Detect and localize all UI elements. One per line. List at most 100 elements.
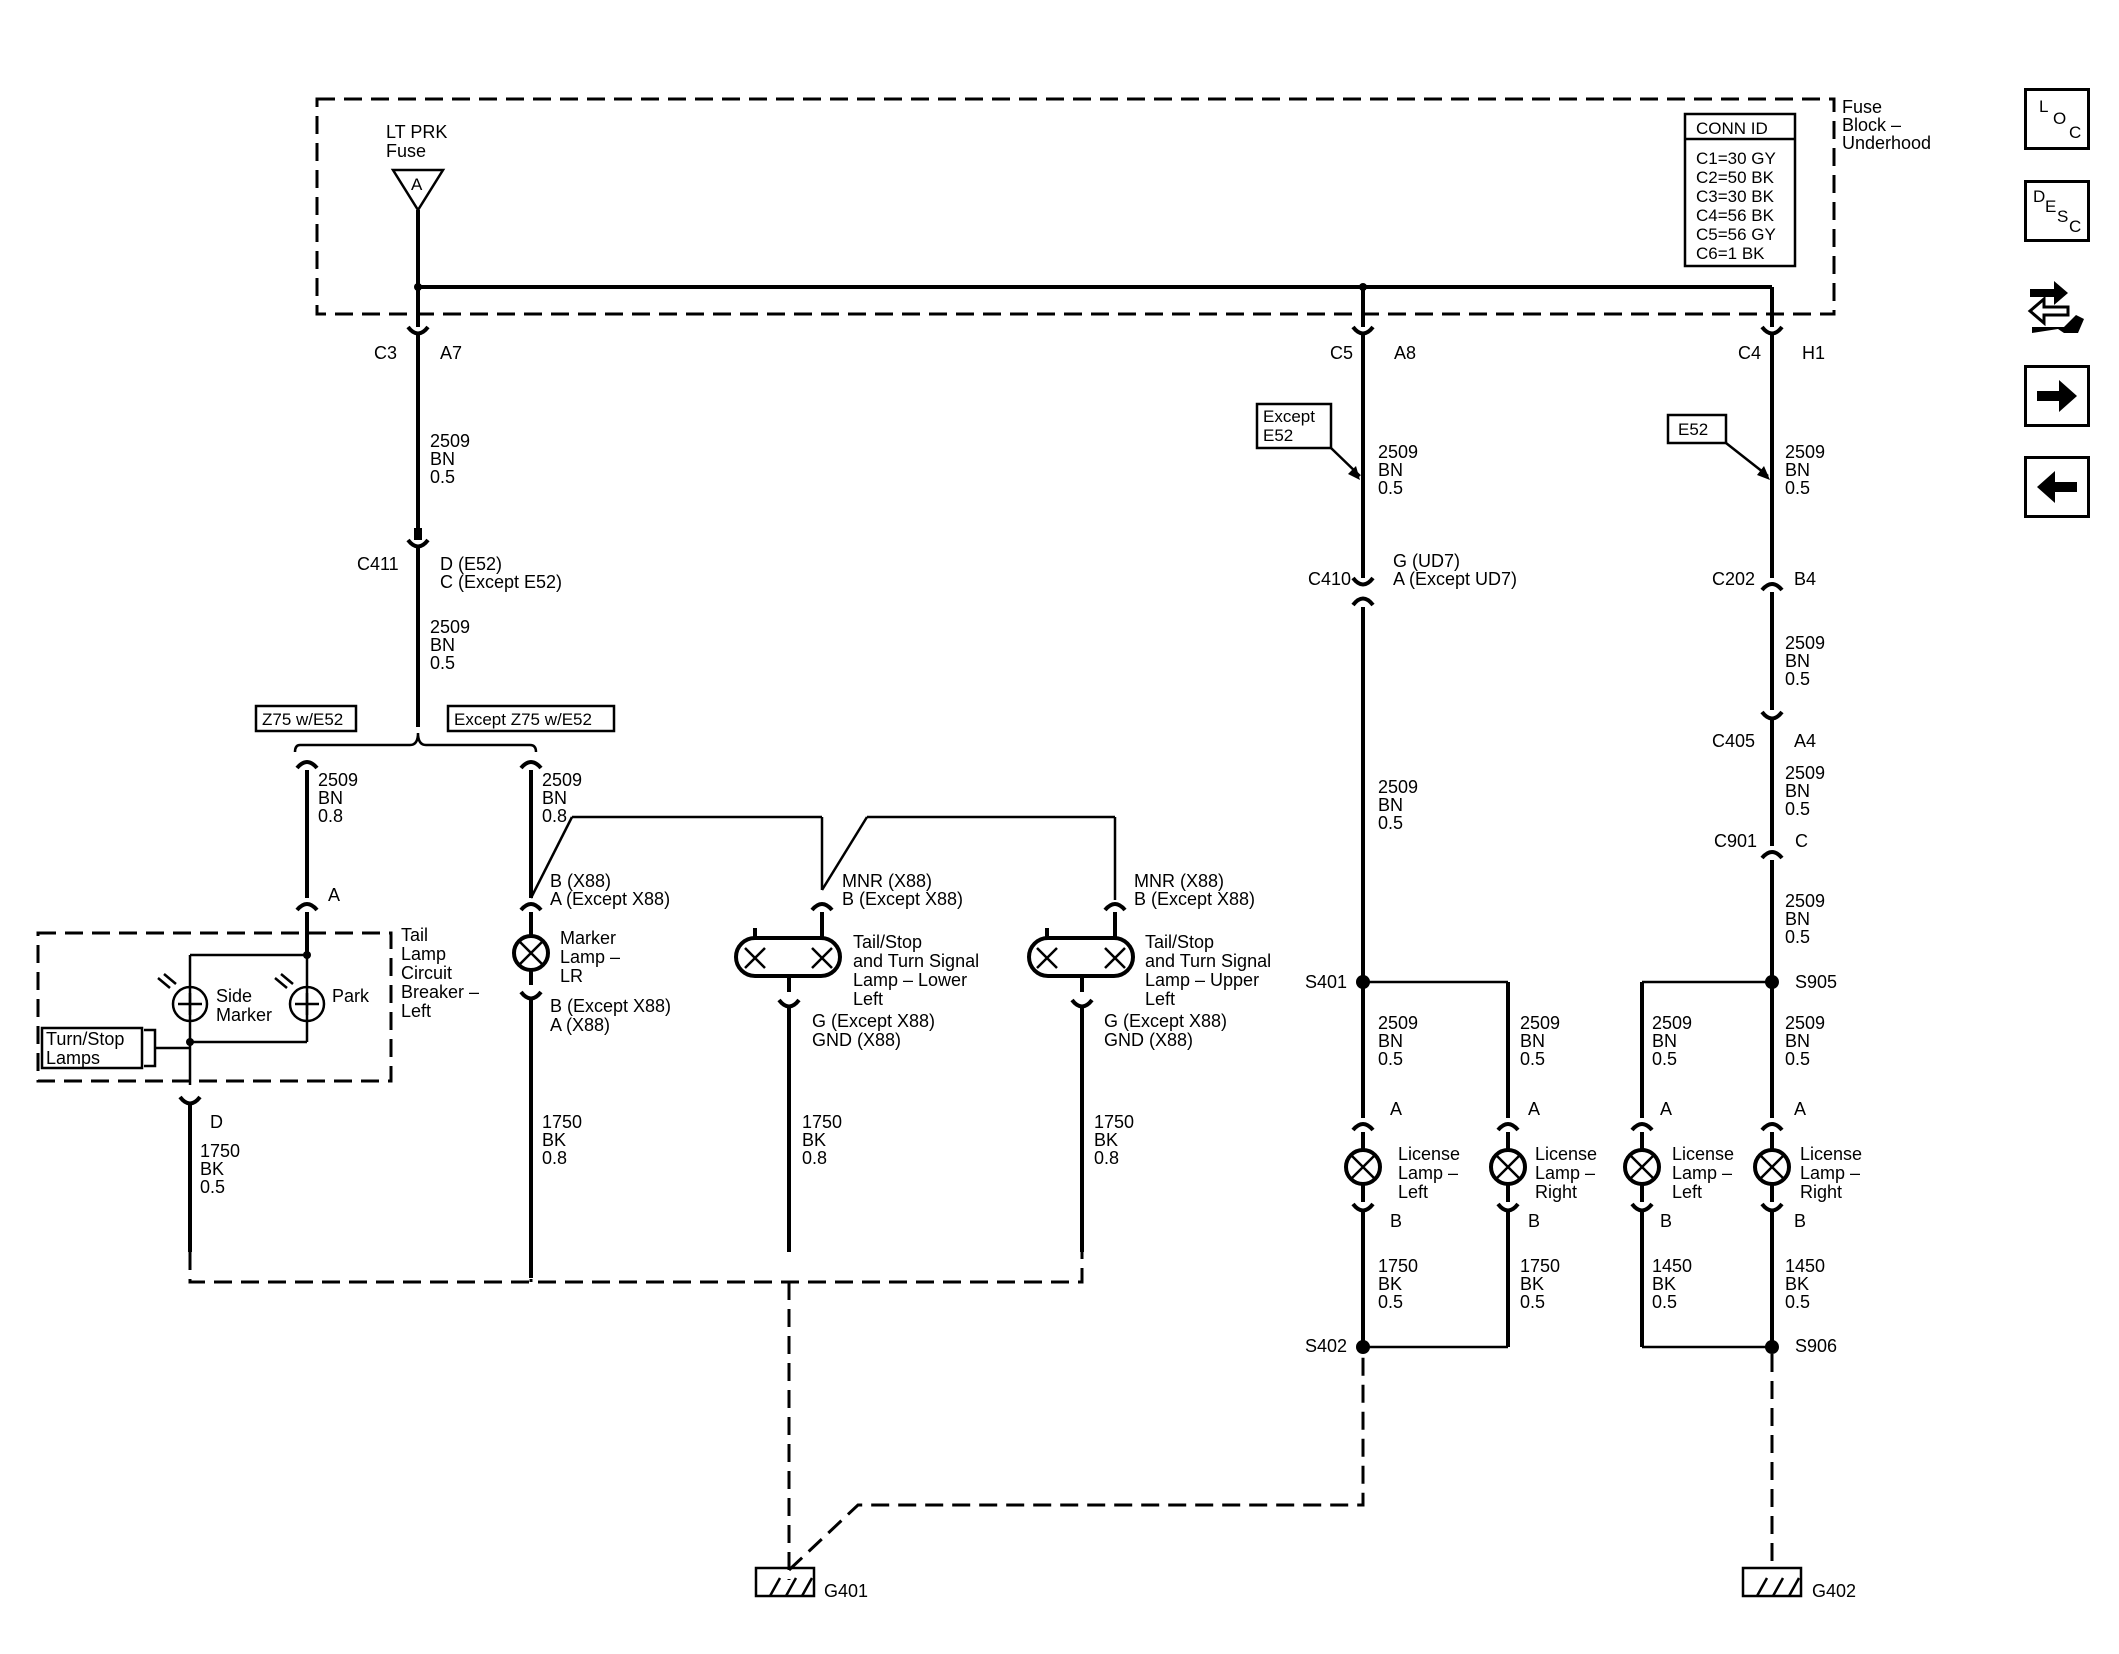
svg-text:Left: Left bbox=[401, 1001, 431, 1021]
svg-text:BN: BN bbox=[318, 788, 343, 808]
fuse-terminal: A bbox=[411, 175, 423, 194]
description-button[interactable]: D E S C bbox=[2024, 180, 2090, 242]
svg-text:C4: C4 bbox=[1738, 343, 1761, 363]
svg-text:BN: BN bbox=[542, 788, 567, 808]
svg-text:0.8: 0.8 bbox=[318, 806, 343, 826]
conn-id-title: CONN ID bbox=[1696, 119, 1768, 138]
svg-text:A: A bbox=[1528, 1099, 1540, 1119]
svg-text:Breaker –: Breaker – bbox=[401, 982, 479, 1002]
svg-text:S402: S402 bbox=[1305, 1336, 1347, 1356]
svg-text:A: A bbox=[1390, 1099, 1402, 1119]
svg-text:2509: 2509 bbox=[1378, 777, 1418, 797]
svg-text:1450: 1450 bbox=[1652, 1256, 1692, 1276]
svg-text:BN: BN bbox=[430, 635, 455, 655]
option-box-except-e52 bbox=[1255, 402, 1333, 450]
fuse-block-label: Block – bbox=[1842, 115, 1901, 135]
svg-text:0.5: 0.5 bbox=[1652, 1292, 1677, 1312]
svg-text:BN: BN bbox=[1378, 795, 1403, 815]
svg-text:Lamp –: Lamp – bbox=[1800, 1163, 1860, 1183]
svg-text:0.5: 0.5 bbox=[1378, 1292, 1403, 1312]
svg-text:0.5: 0.5 bbox=[1785, 478, 1810, 498]
desc-letter: S bbox=[2057, 207, 2069, 226]
next-button[interactable] bbox=[2024, 365, 2090, 427]
svg-text:0.5: 0.5 bbox=[1785, 927, 1810, 947]
svg-text:1750: 1750 bbox=[802, 1112, 842, 1132]
svg-text:BN: BN bbox=[1785, 1031, 1810, 1051]
svg-text:0.8: 0.8 bbox=[542, 1148, 567, 1168]
desc-letter: E bbox=[2045, 197, 2057, 216]
svg-text:A: A bbox=[1794, 1099, 1806, 1119]
conn-id-row: C5=56 GY bbox=[1696, 225, 1776, 244]
fuse-block-outline bbox=[315, 97, 1836, 316]
svg-text:Left: Left bbox=[1398, 1182, 1428, 1202]
svg-text:Park: Park bbox=[332, 986, 370, 1006]
svg-text:LR: LR bbox=[560, 966, 583, 986]
svg-text:BK: BK bbox=[1785, 1274, 1809, 1294]
loc-letter: L bbox=[2039, 97, 2049, 116]
svg-text:0.5: 0.5 bbox=[1785, 1292, 1810, 1312]
svg-text:Left: Left bbox=[1672, 1182, 1702, 1202]
svg-text:Lamps: Lamps bbox=[46, 1048, 100, 1068]
svg-text:D (E52): D (E52) bbox=[440, 554, 502, 574]
svg-text:B: B bbox=[1660, 1211, 1672, 1231]
svg-text:A4: A4 bbox=[1794, 731, 1816, 751]
svg-text:A (Except UD7): A (Except UD7) bbox=[1393, 569, 1517, 589]
svg-text:BK: BK bbox=[542, 1130, 566, 1150]
fuse-name: LT PRK bbox=[386, 122, 447, 142]
svg-text:BN: BN bbox=[1652, 1031, 1677, 1051]
svg-text:0.5: 0.5 bbox=[1520, 1049, 1545, 1069]
svg-text:Right: Right bbox=[1800, 1182, 1842, 1202]
svg-text:1450: 1450 bbox=[1785, 1256, 1825, 1276]
svg-text:2509: 2509 bbox=[318, 770, 358, 790]
svg-text:BK: BK bbox=[802, 1130, 826, 1150]
svg-text:MNR (X88): MNR (X88) bbox=[842, 871, 932, 891]
svg-text:MNR (X88): MNR (X88) bbox=[1134, 871, 1224, 891]
park-lamp bbox=[288, 985, 326, 1023]
svg-text:0.5: 0.5 bbox=[1652, 1049, 1677, 1069]
svg-text:Tail/Stop: Tail/Stop bbox=[853, 932, 922, 952]
svg-text:0.5: 0.5 bbox=[1785, 799, 1810, 819]
svg-text:E52: E52 bbox=[1263, 426, 1293, 445]
svg-text:G402: G402 bbox=[1812, 1581, 1856, 1601]
diagnostic-tools-button[interactable] bbox=[2024, 275, 2090, 337]
svg-text:2509: 2509 bbox=[430, 431, 470, 451]
svg-text:Left: Left bbox=[1145, 989, 1175, 1009]
svg-text:1750: 1750 bbox=[200, 1141, 240, 1161]
svg-text:0.5: 0.5 bbox=[1520, 1292, 1545, 1312]
splice-s402 bbox=[1356, 1340, 1370, 1354]
svg-text:A (Except X88): A (Except X88) bbox=[550, 889, 670, 909]
arrow-right-icon bbox=[2037, 380, 2077, 412]
svg-text:C410: C410 bbox=[1308, 569, 1351, 589]
svg-text:License: License bbox=[1800, 1144, 1862, 1164]
loc-letter: C bbox=[2069, 123, 2082, 142]
svg-text:BN: BN bbox=[1785, 781, 1810, 801]
fuse-block-label: Underhood bbox=[1842, 133, 1931, 153]
svg-text:C901: C901 bbox=[1714, 831, 1757, 851]
svg-text:BN: BN bbox=[1785, 909, 1810, 929]
svg-text:2509: 2509 bbox=[1785, 442, 1825, 462]
conn-id-row: C3=30 BK bbox=[1696, 187, 1775, 206]
svg-text:G (Except X88): G (Except X88) bbox=[812, 1011, 935, 1031]
svg-text:2509: 2509 bbox=[542, 770, 582, 790]
svg-text:C (Except E52): C (Except E52) bbox=[440, 572, 562, 592]
connector-c3 bbox=[406, 325, 430, 336]
svg-text:and Turn Signal: and Turn Signal bbox=[1145, 951, 1271, 971]
svg-text:0.8: 0.8 bbox=[542, 806, 567, 826]
svg-text:G (UD7): G (UD7) bbox=[1393, 551, 1460, 571]
svg-text:Lamp: Lamp bbox=[401, 944, 446, 964]
svg-text:A: A bbox=[1660, 1099, 1672, 1119]
svg-text:2509: 2509 bbox=[1520, 1013, 1560, 1033]
splice-s906 bbox=[1765, 1340, 1779, 1354]
svg-text:and Turn Signal: and Turn Signal bbox=[853, 951, 979, 971]
conn-id-row: C2=50 BK bbox=[1696, 168, 1775, 187]
svg-text:GND (X88): GND (X88) bbox=[812, 1030, 901, 1050]
svg-text:G401: G401 bbox=[824, 1581, 868, 1601]
location-button[interactable]: L O C bbox=[2024, 88, 2090, 150]
tail-lamp-circuit-breaker bbox=[36, 931, 393, 1083]
svg-text:Right: Right bbox=[1535, 1182, 1577, 1202]
svg-text:B4: B4 bbox=[1794, 569, 1816, 589]
svg-text:0.5: 0.5 bbox=[1378, 1049, 1403, 1069]
back-button[interactable] bbox=[2024, 456, 2090, 518]
svg-text:Except Z75 w/E52: Except Z75 w/E52 bbox=[454, 710, 592, 729]
fuse-block-label: Fuse bbox=[1842, 97, 1882, 117]
